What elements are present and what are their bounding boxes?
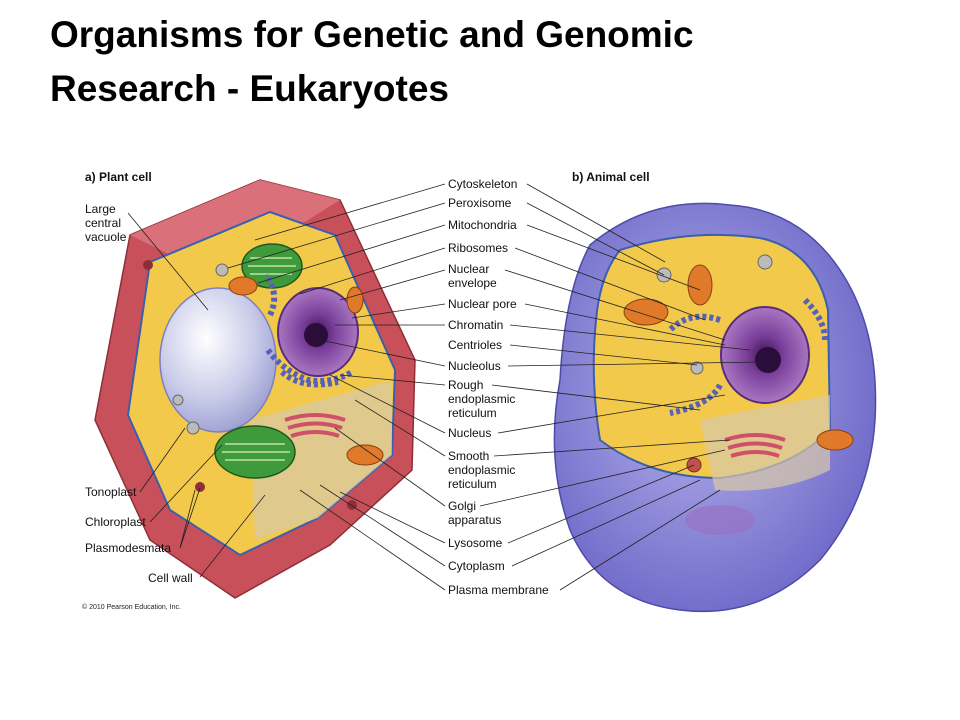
slide-title-line-2: Research - Eukaryotes	[50, 68, 449, 109]
plant-cell-heading: a) Plant cell	[85, 170, 152, 184]
label-tonoplast: Tonoplast	[85, 485, 137, 499]
label-large-central-vacuole: Large central vacuole	[85, 202, 127, 244]
leader-lines	[127, 183, 761, 591]
label-mitochondria: Mitochondria	[448, 218, 517, 232]
slide-title-line-1: Organisms for Genetic and Genomic	[50, 14, 694, 55]
label-cytoskeleton: Cytoskeleton	[448, 177, 517, 191]
large-central-vacuole	[159, 287, 277, 433]
label-cell-wall: Cell wall	[148, 571, 193, 585]
label-cytoplasm: Cytoplasm	[448, 559, 505, 573]
label-smooth-er: Smooth endoplasmic reticulum	[448, 449, 519, 491]
animal-mitochondrion-2	[687, 264, 713, 306]
copyright-notice: © 2010 Pearson Education, Inc.	[82, 603, 181, 611]
animal-mitochondrion-3	[816, 429, 854, 451]
label-peroxisome: Peroxisome	[448, 196, 512, 210]
plant-label-list: Large central vacuole Tonoplast Chloropl…	[85, 202, 193, 585]
plant-rough-er	[263, 273, 354, 388]
animal-rough-er	[667, 297, 828, 416]
plant-mitochondrion-1	[228, 276, 258, 296]
animal-cell-illustration	[553, 202, 877, 613]
animal-nucleolus	[755, 347, 781, 373]
label-nuclear-pore: Nuclear pore	[448, 297, 517, 311]
center-label-list: Cytoskeleton Peroxisome Mitochondria Rib…	[448, 177, 549, 597]
label-lysosome: Lysosome	[448, 536, 503, 550]
label-golgi-apparatus: Golgi apparatus	[448, 499, 501, 527]
label-centrioles: Centrioles	[448, 338, 502, 352]
label-nucleolus: Nucleolus	[448, 359, 501, 373]
plant-cell-illustration	[94, 179, 416, 599]
animal-mitochondrion-1	[623, 298, 669, 326]
plant-golgi	[284, 413, 346, 438]
label-nucleus: Nucleus	[448, 426, 491, 440]
animal-cell-heading: b) Animal cell	[572, 170, 650, 184]
plant-cell-wall-top	[130, 180, 340, 262]
label-rough-er: Rough endoplasmic reticulum	[448, 378, 519, 420]
label-plasmodesmata: Plasmodesmata	[85, 541, 171, 555]
label-ribosomes: Ribosomes	[448, 241, 508, 255]
slide-title: Organisms for Genetic and Genomic Resear…	[50, 8, 910, 116]
plant-mitochondrion-3	[346, 444, 384, 466]
animal-golgi	[724, 433, 786, 458]
label-nuclear-envelope: Nuclear envelope	[448, 262, 497, 290]
label-plasma-membrane: Plasma membrane	[448, 583, 549, 597]
plant-nucleolus	[304, 323, 328, 347]
plant-mitochondrion-2	[346, 286, 364, 314]
label-chloroplast: Chloroplast	[85, 515, 146, 529]
label-chromatin: Chromatin	[448, 318, 503, 332]
